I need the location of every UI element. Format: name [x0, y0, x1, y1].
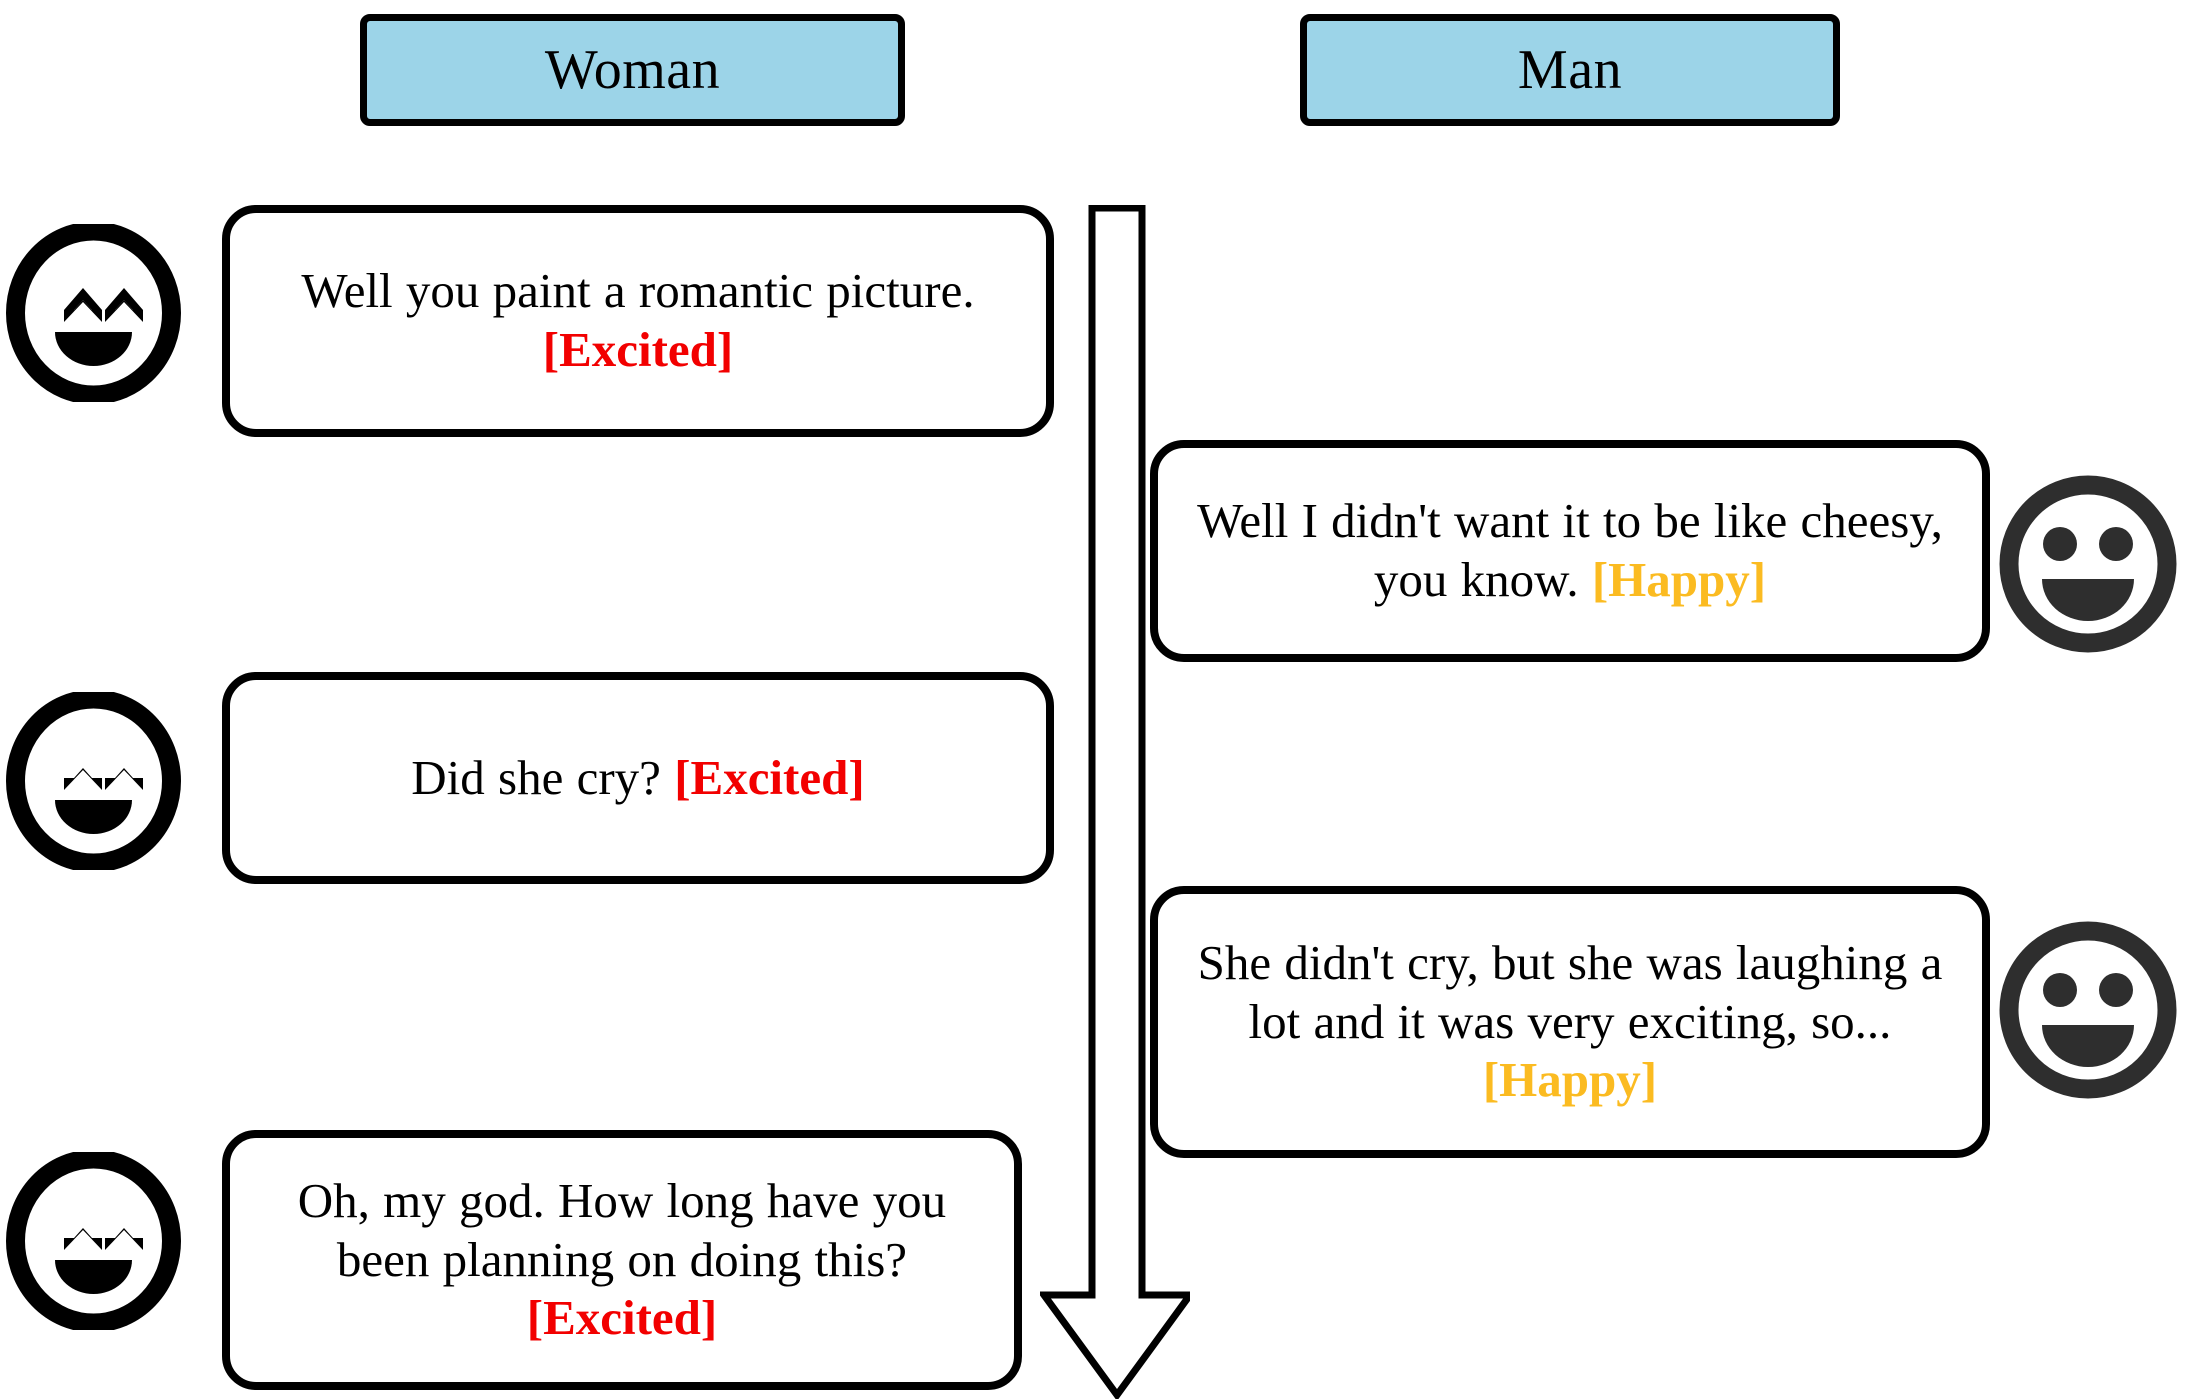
- message-bubble-man-1: Well I didn't want it to be like cheesy,…: [1150, 440, 1990, 662]
- message-bubble-woman-3: Oh, my god. How long have you been plann…: [222, 1130, 1022, 1390]
- timeline-down-arrow-icon: [1040, 205, 1190, 1399]
- message-bubble-man-2: She didn't cry, but she was laughing a l…: [1150, 886, 1990, 1158]
- message-text: Well I didn't want it to be like cheesy,…: [1184, 492, 1956, 610]
- message-text: She didn't cry, but she was laughing a l…: [1184, 934, 1956, 1110]
- emotion-label: [Excited]: [542, 322, 734, 377]
- emotion-label: [Happy]: [1482, 1052, 1658, 1108]
- column-header-woman: Woman: [360, 14, 905, 126]
- message-text: Oh, my god. How long have you been plann…: [256, 1172, 988, 1348]
- emotion-label: [Excited]: [674, 749, 865, 805]
- avatar-woman-excited-face-icon: [6, 1152, 181, 1330]
- avatar-man-happy-face-icon: [1998, 474, 2178, 654]
- message-body: Well I didn't want it to be like cheesy,…: [1197, 493, 1943, 607]
- message-body: Did she cry?: [411, 749, 675, 805]
- column-header-man: Man: [1300, 14, 1840, 126]
- avatar-woman-excited-face-icon: [6, 224, 181, 402]
- avatar-man-happy-face-icon: [1998, 920, 2178, 1100]
- message-body: Oh, my god. How long have you been plann…: [297, 1172, 947, 1287]
- avatar-woman-excited-face-icon: [6, 692, 181, 870]
- column-header-man-label: Man: [1517, 39, 1623, 101]
- emotion-label: [Excited]: [526, 1290, 718, 1346]
- message-text: Did she cry? [Excited]: [256, 749, 1020, 808]
- emotion-label: [Happy]: [1591, 552, 1767, 607]
- message-bubble-woman-2: Did she cry? [Excited]: [222, 672, 1054, 884]
- column-header-woman-label: Woman: [544, 39, 721, 101]
- message-bubble-woman-1: Well you paint a romantic picture. [Exci…: [222, 205, 1054, 437]
- message-text: Well you paint a romantic picture. [Exci…: [256, 262, 1020, 380]
- message-body: She didn't cry, but she was laughing a l…: [1197, 934, 1943, 1049]
- message-body: Well you paint a romantic picture.: [301, 263, 975, 319]
